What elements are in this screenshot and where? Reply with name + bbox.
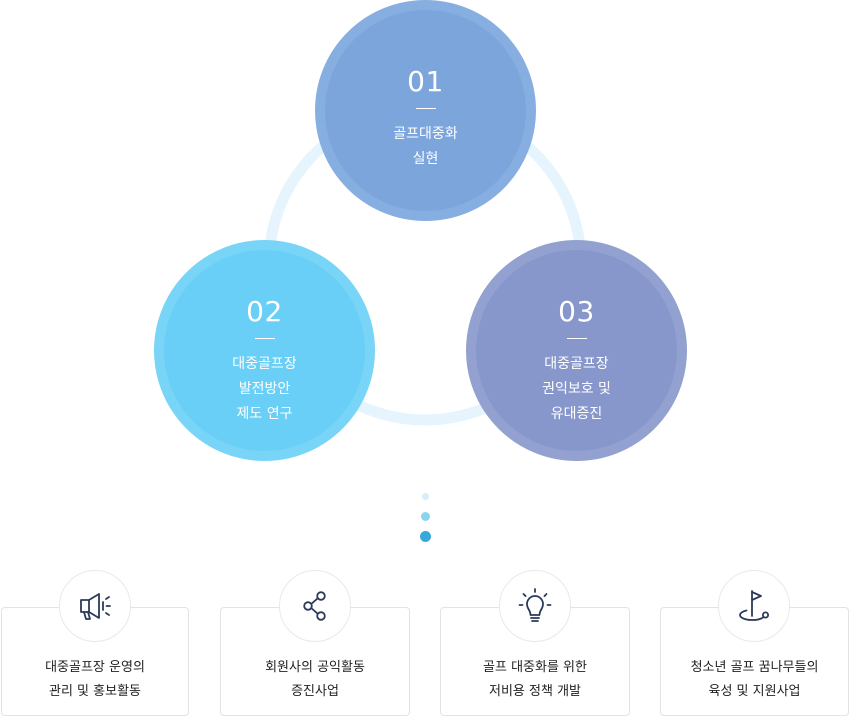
lightbulb-icon-badge xyxy=(499,570,571,642)
connector-dot xyxy=(421,512,430,521)
connector-dot xyxy=(420,531,431,542)
project-label: 회원사의 공익활동 증진사업 xyxy=(265,660,365,699)
project-label: 대중골프장 운영의 관리 및 홍보활동 xyxy=(45,660,145,699)
goal-divider xyxy=(254,338,275,339)
goal-divider xyxy=(566,338,587,339)
share-icon-badge xyxy=(279,570,351,642)
goal-number: 02 xyxy=(246,295,283,328)
share-icon xyxy=(303,591,326,621)
megaphone-icon xyxy=(80,593,111,620)
golf-flag-icon-badge xyxy=(718,570,790,642)
goal-number: 03 xyxy=(558,295,595,328)
goal-circle-02: 02 대중골프장 발전방안 제도 연구 xyxy=(154,240,375,461)
project-label: 골프 대중화를 위한 저비용 정책 개발 xyxy=(483,660,587,699)
lightbulb-icon xyxy=(518,588,552,622)
golf-flag-icon xyxy=(739,590,769,621)
project-label: 청소년 골프 꿈나무들의 육성 및 지원사업 xyxy=(690,660,819,699)
goal-label: 대중골프장 발전방안 제도 연구 xyxy=(232,356,297,422)
goal-number: 01 xyxy=(407,65,444,98)
goal-circle-01: 01 골프대중화 실현 xyxy=(315,0,536,221)
goal-divider xyxy=(415,108,436,109)
goal-label: 대중골프장 권익보호 및 유대증진 xyxy=(542,356,611,422)
megaphone-icon-badge xyxy=(59,570,131,642)
goal-circle-03: 03 대중골프장 권익보호 및 유대증진 xyxy=(466,240,687,461)
goal-label: 골프대중화 실현 xyxy=(393,126,458,167)
connector-dot xyxy=(422,493,429,500)
